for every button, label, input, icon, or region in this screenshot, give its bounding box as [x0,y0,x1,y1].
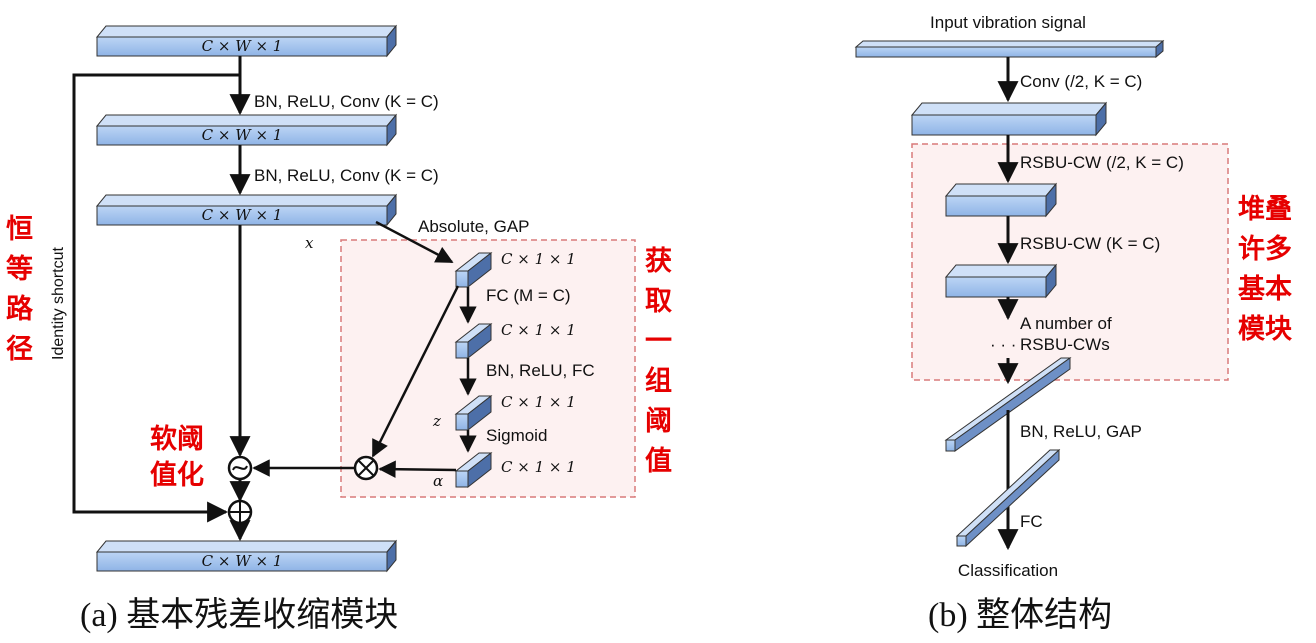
label-bn-relu-gap: BN, ReLU, GAP [1020,422,1142,441]
label-bn-relu-conv-2: BN, ReLU, Conv (K = C) [254,166,439,185]
cn-get-threshold-2: 取 [645,286,672,317]
vector-4-dim: C × 1 × 1 [501,458,576,476]
conv-block [910,101,1108,137]
feature-block-1: C × W × 1 [95,24,398,58]
feature-block-output: C × W × 1 [95,539,398,573]
label-var-alpha: α [433,472,443,490]
block-2-dim: C × W × 1 [202,126,283,144]
diagonal-block-1 [944,357,1072,452]
cn-identity-path-1: 恒 [6,214,33,245]
cn-soft-threshold-1: 软阈 [150,424,204,455]
cn-soft-threshold-2: 值化 [150,460,204,491]
block-3-dim: C × W × 1 [202,206,283,224]
cn-identity-path-4: 径 [6,334,33,365]
caption-a: (a) 基本残差收缩模块 [80,596,398,634]
cn-get-threshold-6: 值 [645,446,672,477]
cn-get-threshold-3: 一 [645,326,672,357]
label-bn-relu-conv-1: BN, ReLU, Conv (K = C) [254,92,439,111]
label-conv: Conv (/2, K = C) [1020,72,1142,91]
label-var-x: x [305,234,314,252]
label-bn-relu-fc: BN, ReLU, FC [486,361,595,380]
cn-stack-2: 许多 [1238,234,1292,265]
label-dots: · · · [990,335,1016,354]
block-1-dim: C × W × 1 [202,37,283,55]
block-output-dim: C × W × 1 [202,552,283,570]
input-signal-block [854,39,1165,59]
label-input-signal: Input vibration signal [930,13,1086,32]
multiply-op [353,455,379,481]
cn-identity-path-2: 等 [6,253,33,285]
label-fc: FC [1020,512,1043,531]
cn-get-threshold-4: 组 [645,365,672,397]
vector-3-dim: C × 1 × 1 [501,393,576,411]
label-absolute-gap: Absolute, GAP [418,217,530,236]
label-var-z: z [432,412,441,430]
panel-a: C × W × 1 C × W × 1 C × W × 1 C × W × 1 [6,24,672,634]
label-sigmoid: Sigmoid [486,426,547,445]
cn-stack-3: 基本 [1238,274,1292,305]
panel-b: Input vibration signal Conv (/2, K = C) … [854,13,1293,634]
label-many-1: A number of [1020,314,1112,333]
stack-region [911,143,1229,381]
cn-get-threshold-1: 获 [645,246,672,277]
vector-block-2: C × 1 × 1 [454,321,576,360]
vector-1-dim: C × 1 × 1 [501,250,576,268]
label-rsbu-1: RSBU-CW (/2, K = C) [1020,153,1184,172]
cn-stack-1: 堆叠 [1238,194,1292,225]
rsbu-block-1 [944,182,1058,218]
cn-get-threshold-5: 阈 [645,406,672,437]
add-op [227,499,253,525]
vector-2-dim: C × 1 × 1 [501,321,576,339]
arrow-vec-to-multiply [371,285,460,458]
cn-identity-path-3: 路 [6,293,34,325]
caption-b: (b) 整体结构 [928,596,1112,634]
diagonal-block-fc [955,448,1061,548]
vector-block-4: C × 1 × 1 [454,451,576,489]
feature-block-3: C × W × 1 [95,193,398,227]
arrow-alpha-to-multiply [378,460,457,478]
label-many-2: RSBU-CWs [1020,335,1110,354]
vector-block-3: C × 1 × 1 [454,393,576,432]
label-classification: Classification [958,561,1058,580]
soft-threshold-op [227,455,253,481]
label-fc-m: FC (M = C) [486,286,571,305]
label-identity-shortcut: Identity shortcut [50,247,67,361]
rsbu-block-2 [944,263,1058,299]
vector-block-1: C × 1 × 1 [454,250,576,289]
label-rsbu-2: RSBU-CW (K = C) [1020,234,1160,253]
identity-shortcut-path [72,73,240,523]
cn-stack-4: 模块 [1238,314,1293,345]
feature-block-2: C × W × 1 [95,113,398,147]
arrow-absolute-gap [375,220,454,264]
